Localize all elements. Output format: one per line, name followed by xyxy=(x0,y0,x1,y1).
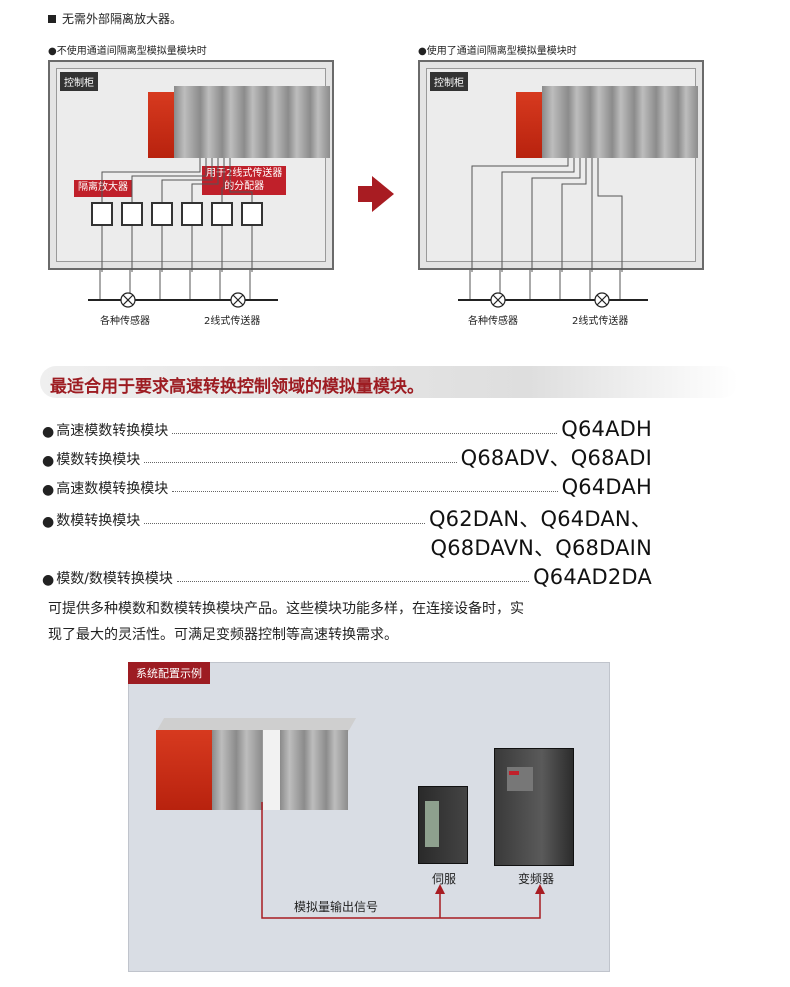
module-name: 模数/数模转换模块 xyxy=(56,571,173,587)
module-name: 高速模数转换模块 xyxy=(56,423,169,439)
right-wiring xyxy=(471,158,623,272)
isolator-box xyxy=(91,202,113,226)
signal-wiring xyxy=(261,802,545,919)
servo-drive xyxy=(418,786,468,864)
left-plc-module xyxy=(310,86,330,158)
dotted-leader xyxy=(144,462,457,463)
description-line: 现了最大的灵活性。可满足变频器控制等高速转换需求。 xyxy=(48,627,398,643)
bullet-icon: ● xyxy=(42,453,55,469)
dotted-leader xyxy=(144,523,425,524)
right-caption: ●使用了通道间隔离型模拟量模块时 xyxy=(418,46,577,57)
module-model: Q62DAN、Q64DAN、 xyxy=(428,507,652,531)
left-plc-rack xyxy=(148,86,330,158)
left-cabinet: 控制柜 隔离放大器 用于2线式传送器 的分配器 xyxy=(48,60,334,272)
module-model: Q64AD2DA xyxy=(533,565,652,589)
section-heading-text: 无需外部隔离放大器。 xyxy=(62,12,183,26)
banner-bar xyxy=(40,366,738,398)
bullet-icon: ● xyxy=(42,482,55,498)
module-model-line2: Q68DAVN、Q68DAIN xyxy=(430,536,652,560)
right-plc-module xyxy=(634,86,656,158)
right-plc-module xyxy=(542,86,568,158)
module-model: Q64DAH xyxy=(561,475,652,499)
left-cabinet-label: 控制柜 xyxy=(60,72,98,91)
banner-text: 最适合用于要求高速转换控制领域的模拟量模块。 xyxy=(50,377,424,397)
inverter-label: 变频器 xyxy=(518,872,555,886)
distributor-tag-line2: 的分配器 xyxy=(224,180,265,192)
left-sensor-label: 各种传感器 xyxy=(100,316,150,327)
inverter-display xyxy=(509,771,519,775)
arrow-head xyxy=(372,176,394,212)
left-plc-module xyxy=(288,86,310,158)
distributor-tag-line1: 用于2线式传送器 xyxy=(206,168,283,179)
right-field-wiring xyxy=(458,270,648,308)
system-plc-module xyxy=(280,730,304,810)
module-row: ● 模数/数模转换模块 Q64AD2DA xyxy=(42,562,652,589)
description-line: 可提供多种模数和数模转换模块产品。这些模块功能多样，在连接设备时，实 xyxy=(48,601,524,617)
system-plc-module xyxy=(326,730,348,810)
system-example-tag: 系统配置示例 xyxy=(128,662,210,684)
dotted-leader xyxy=(172,491,558,492)
right-plc-module xyxy=(590,86,612,158)
left-field-wiring xyxy=(88,270,278,308)
module-model: Q68ADV、Q68ADI xyxy=(460,446,652,470)
bullet-icon: ● xyxy=(42,514,55,530)
module-row: ● 高速数模转换模块 Q64DAH xyxy=(42,472,652,499)
inverter xyxy=(494,748,574,866)
left-plc-module xyxy=(244,86,266,158)
module-name: 高速数模转换模块 xyxy=(56,481,169,497)
left-plc-module xyxy=(266,86,288,158)
left-wiring xyxy=(101,158,253,272)
right-plc-module xyxy=(678,86,698,158)
system-plc-module xyxy=(236,730,262,810)
right-sensor-label: 各种传感器 xyxy=(468,316,518,327)
left-plc-cpu xyxy=(148,92,174,158)
right-plc-module xyxy=(612,86,634,158)
isolator-box xyxy=(241,202,263,226)
right-cabinet-label: 控制柜 xyxy=(430,72,468,91)
left-transmitter-label: 2线式传送器 xyxy=(204,316,261,327)
isolator-tag: 隔离放大器 xyxy=(74,180,132,197)
servo-label: 伺服 xyxy=(432,872,457,886)
system-plc-module xyxy=(212,730,236,810)
module-row: ● 数模转换模块 Q62DAN、Q64DAN、 xyxy=(42,504,652,531)
module-row-continuation: Q68DAVN、Q68DAIN xyxy=(42,533,652,559)
right-plc-cpu xyxy=(516,92,542,158)
module-name: 数模转换模块 xyxy=(56,513,141,529)
right-plc-module xyxy=(568,86,590,158)
left-caption: ●不使用通道间隔离型模拟量模块时 xyxy=(48,46,207,57)
isolator-box xyxy=(151,202,173,226)
right-transmitter-label: 2线式传送器 xyxy=(572,316,629,327)
right-plc-module xyxy=(656,86,678,158)
section-heading: 无需外部隔离放大器。 xyxy=(48,10,182,27)
square-bullet-icon xyxy=(48,14,56,23)
module-row: ● 高速模数转换模块 Q64ADH xyxy=(42,414,652,441)
system-plc-rack xyxy=(156,718,357,810)
dotted-leader xyxy=(176,581,530,582)
left-plc-module xyxy=(222,86,244,158)
module-name: 模数转换模块 xyxy=(56,452,141,468)
module-row: ● 模数转换模块 Q68ADV、Q68ADI xyxy=(42,443,652,470)
right-plc-rack xyxy=(516,86,698,158)
module-model: Q64ADH xyxy=(561,417,652,441)
system-plc-module xyxy=(304,730,326,810)
bullet-icon: ● xyxy=(42,424,55,440)
left-plc-module xyxy=(174,86,200,158)
system-plc-cpu xyxy=(156,730,212,810)
signal-label: 模拟量输出信号 xyxy=(294,900,379,914)
bullet-icon: ● xyxy=(42,572,55,588)
distributor-tag: 用于2线式传送器 的分配器 xyxy=(202,166,287,195)
system-analog-module xyxy=(262,730,280,810)
servo-panel xyxy=(425,801,439,847)
isolator-box xyxy=(121,202,143,226)
transition-arrow-icon xyxy=(358,176,394,212)
arrow-stem xyxy=(358,186,372,202)
right-cabinet: 控制柜 xyxy=(418,60,704,272)
left-plc-module xyxy=(200,86,222,158)
description: 可提供多种模数和数模转换模块产品。这些模块功能多样，在连接设备时，实 现了最大的… xyxy=(48,596,668,648)
isolator-box xyxy=(181,202,203,226)
dotted-leader xyxy=(172,433,558,434)
isolator-box xyxy=(211,202,233,226)
